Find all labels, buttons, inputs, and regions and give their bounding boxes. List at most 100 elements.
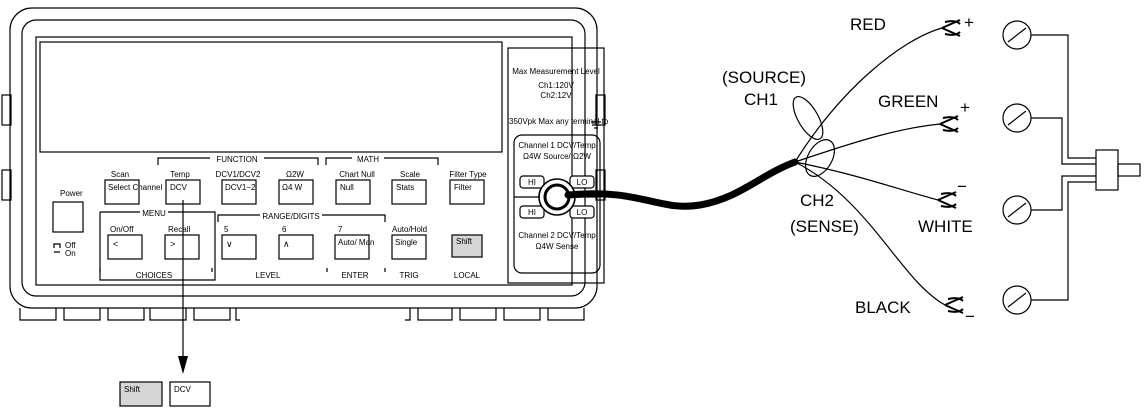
channel2-label-line1: Channel 2 DCV/Temp <box>518 231 596 240</box>
front-panel <box>35 36 573 286</box>
channel2-label-line2: Ω4W Sense <box>536 242 579 251</box>
channel1-label-line2: Ω4W Source/ Ω2W <box>523 152 591 161</box>
scale-label: Scale <box>400 170 421 179</box>
scan-label: Scan <box>111 170 129 179</box>
digit-five-label: 5 <box>224 225 229 234</box>
function-bracket <box>157 157 319 165</box>
function-group-label: FUNCTION <box>216 155 258 164</box>
stats-key[interactable] <box>391 179 427 205</box>
detail-shift-text: Shift <box>124 385 141 394</box>
null-key[interactable] <box>335 179 371 205</box>
left-handle-bump <box>1 169 12 201</box>
bus-connector-tip <box>1117 163 1141 177</box>
select-channel-text: Select Channel <box>108 183 162 192</box>
up-arrow-glyph: ∧ <box>283 239 290 249</box>
trig-label: TRIG <box>399 271 418 280</box>
dcv1-2-key[interactable] <box>221 179 257 205</box>
digit-six-label: 6 <box>282 225 287 234</box>
power-off-label: Off <box>65 241 76 250</box>
auto-man-key[interactable] <box>334 234 370 260</box>
black-label: BLACK <box>855 298 911 317</box>
ch2-hi-terminal[interactable] <box>519 205 545 219</box>
ch1-lo-terminal[interactable] <box>569 175 595 189</box>
terminal-panel-frame <box>507 47 605 284</box>
power-button[interactable] <box>52 201 84 233</box>
enter-label: ENTER <box>341 271 368 280</box>
choices-label: CHOICES <box>136 271 172 280</box>
stats-key-text: Stats <box>396 183 414 192</box>
range-digits-label: RANGE/DIGITS <box>262 212 319 221</box>
bottom-feet <box>19 308 585 321</box>
black-spade-lug <box>944 296 964 314</box>
red-spade-lug <box>941 19 961 37</box>
white-label: WHITE <box>918 217 973 236</box>
bottom-brackets <box>99 268 386 272</box>
range-bracket <box>217 214 386 222</box>
ch1-wire-pair-marker <box>792 96 824 140</box>
left-arrow-glyph: < <box>113 239 118 249</box>
ch2-wire-pair-marker <box>804 139 836 177</box>
level-down-key[interactable] <box>221 234 257 260</box>
power-label: Power <box>60 189 83 198</box>
bus-connector <box>1095 149 1119 191</box>
terminal-block <box>513 134 601 274</box>
menu-right-key[interactable] <box>164 234 200 260</box>
ch2-lo-terminal[interactable] <box>569 205 595 219</box>
detail-dcv-key <box>169 381 211 407</box>
red-wire <box>794 27 943 163</box>
max-measurement-title: Max Measurement Level <box>512 67 600 76</box>
wiring-labels: RED + GREEN + − WHITE BLACK − (SOURCE) C… <box>722 13 975 326</box>
green-wire <box>794 123 941 163</box>
power-on-label: On <box>65 249 76 258</box>
instrument-body <box>1 7 606 321</box>
single-key-text: Single <box>395 238 418 247</box>
math-bracket <box>325 157 439 165</box>
power-switch-icon <box>53 243 61 253</box>
ground-icon <box>591 114 601 129</box>
ohm4w-key[interactable] <box>278 179 314 205</box>
recall-label: Recall <box>168 225 190 234</box>
auto-hold-label: Auto/Hold <box>392 225 427 234</box>
max-measurement-ch2: Ch2:12V <box>540 91 572 100</box>
single-key[interactable] <box>391 234 427 260</box>
dcv1-2-key-text: DCV1−2 <box>225 183 256 192</box>
digit-seven-label: 7 <box>338 225 343 234</box>
terminal-panel: Max Measurement Level Ch1:120V Ch2:12V 3… <box>507 47 609 284</box>
channel1-label-line1: Channel 1 DCV/Temp <box>518 141 596 150</box>
shift-key-text: Shift <box>456 237 473 246</box>
white-spade-lug <box>937 191 957 209</box>
filter-type-label: Filter Type <box>449 170 487 179</box>
menu-group-label: MENU <box>142 209 166 218</box>
callout-arrowhead <box>178 356 188 374</box>
callout: Shift DCV <box>119 200 211 407</box>
shift-key[interactable] <box>451 234 483 258</box>
menu-left-key[interactable] <box>107 234 143 260</box>
front-panel-keys: FUNCTION MATH Scan Temp DCV1/DCV2 Ω2W Ch… <box>52 155 487 281</box>
red-plus-sign: + <box>964 13 974 32</box>
math-group-label: MATH <box>357 155 379 164</box>
detail-dcv-text: DCV <box>174 385 192 394</box>
bus-wires <box>1031 34 1096 301</box>
green-label: GREEN <box>878 92 938 111</box>
on-off-label: On/Off <box>110 225 134 234</box>
measurement-cable <box>564 158 799 210</box>
black-minus-sign: − <box>965 307 975 326</box>
select-channel-key[interactable] <box>104 179 140 205</box>
ch1-lo-label: LO <box>577 178 588 187</box>
display-window <box>39 41 503 153</box>
ch2-lo-label: LO <box>577 208 588 217</box>
chart-null-label: Chart Null <box>339 170 375 179</box>
green-spade-lug <box>939 115 959 133</box>
level-label: LEVEL <box>256 271 281 280</box>
right-arrow-glyph: > <box>170 239 175 249</box>
ohm4w-key-text: Ω4 W <box>282 183 303 192</box>
filter-key[interactable] <box>449 179 485 205</box>
detail-shift-key <box>119 381 163 407</box>
white-minus-sign: − <box>957 177 967 196</box>
ch2-label: CH2 <box>800 191 834 210</box>
ch1-hi-terminal[interactable] <box>519 175 545 189</box>
level-up-key[interactable] <box>278 234 314 260</box>
white-wire <box>794 161 939 201</box>
ch1-label: CH1 <box>744 90 778 109</box>
